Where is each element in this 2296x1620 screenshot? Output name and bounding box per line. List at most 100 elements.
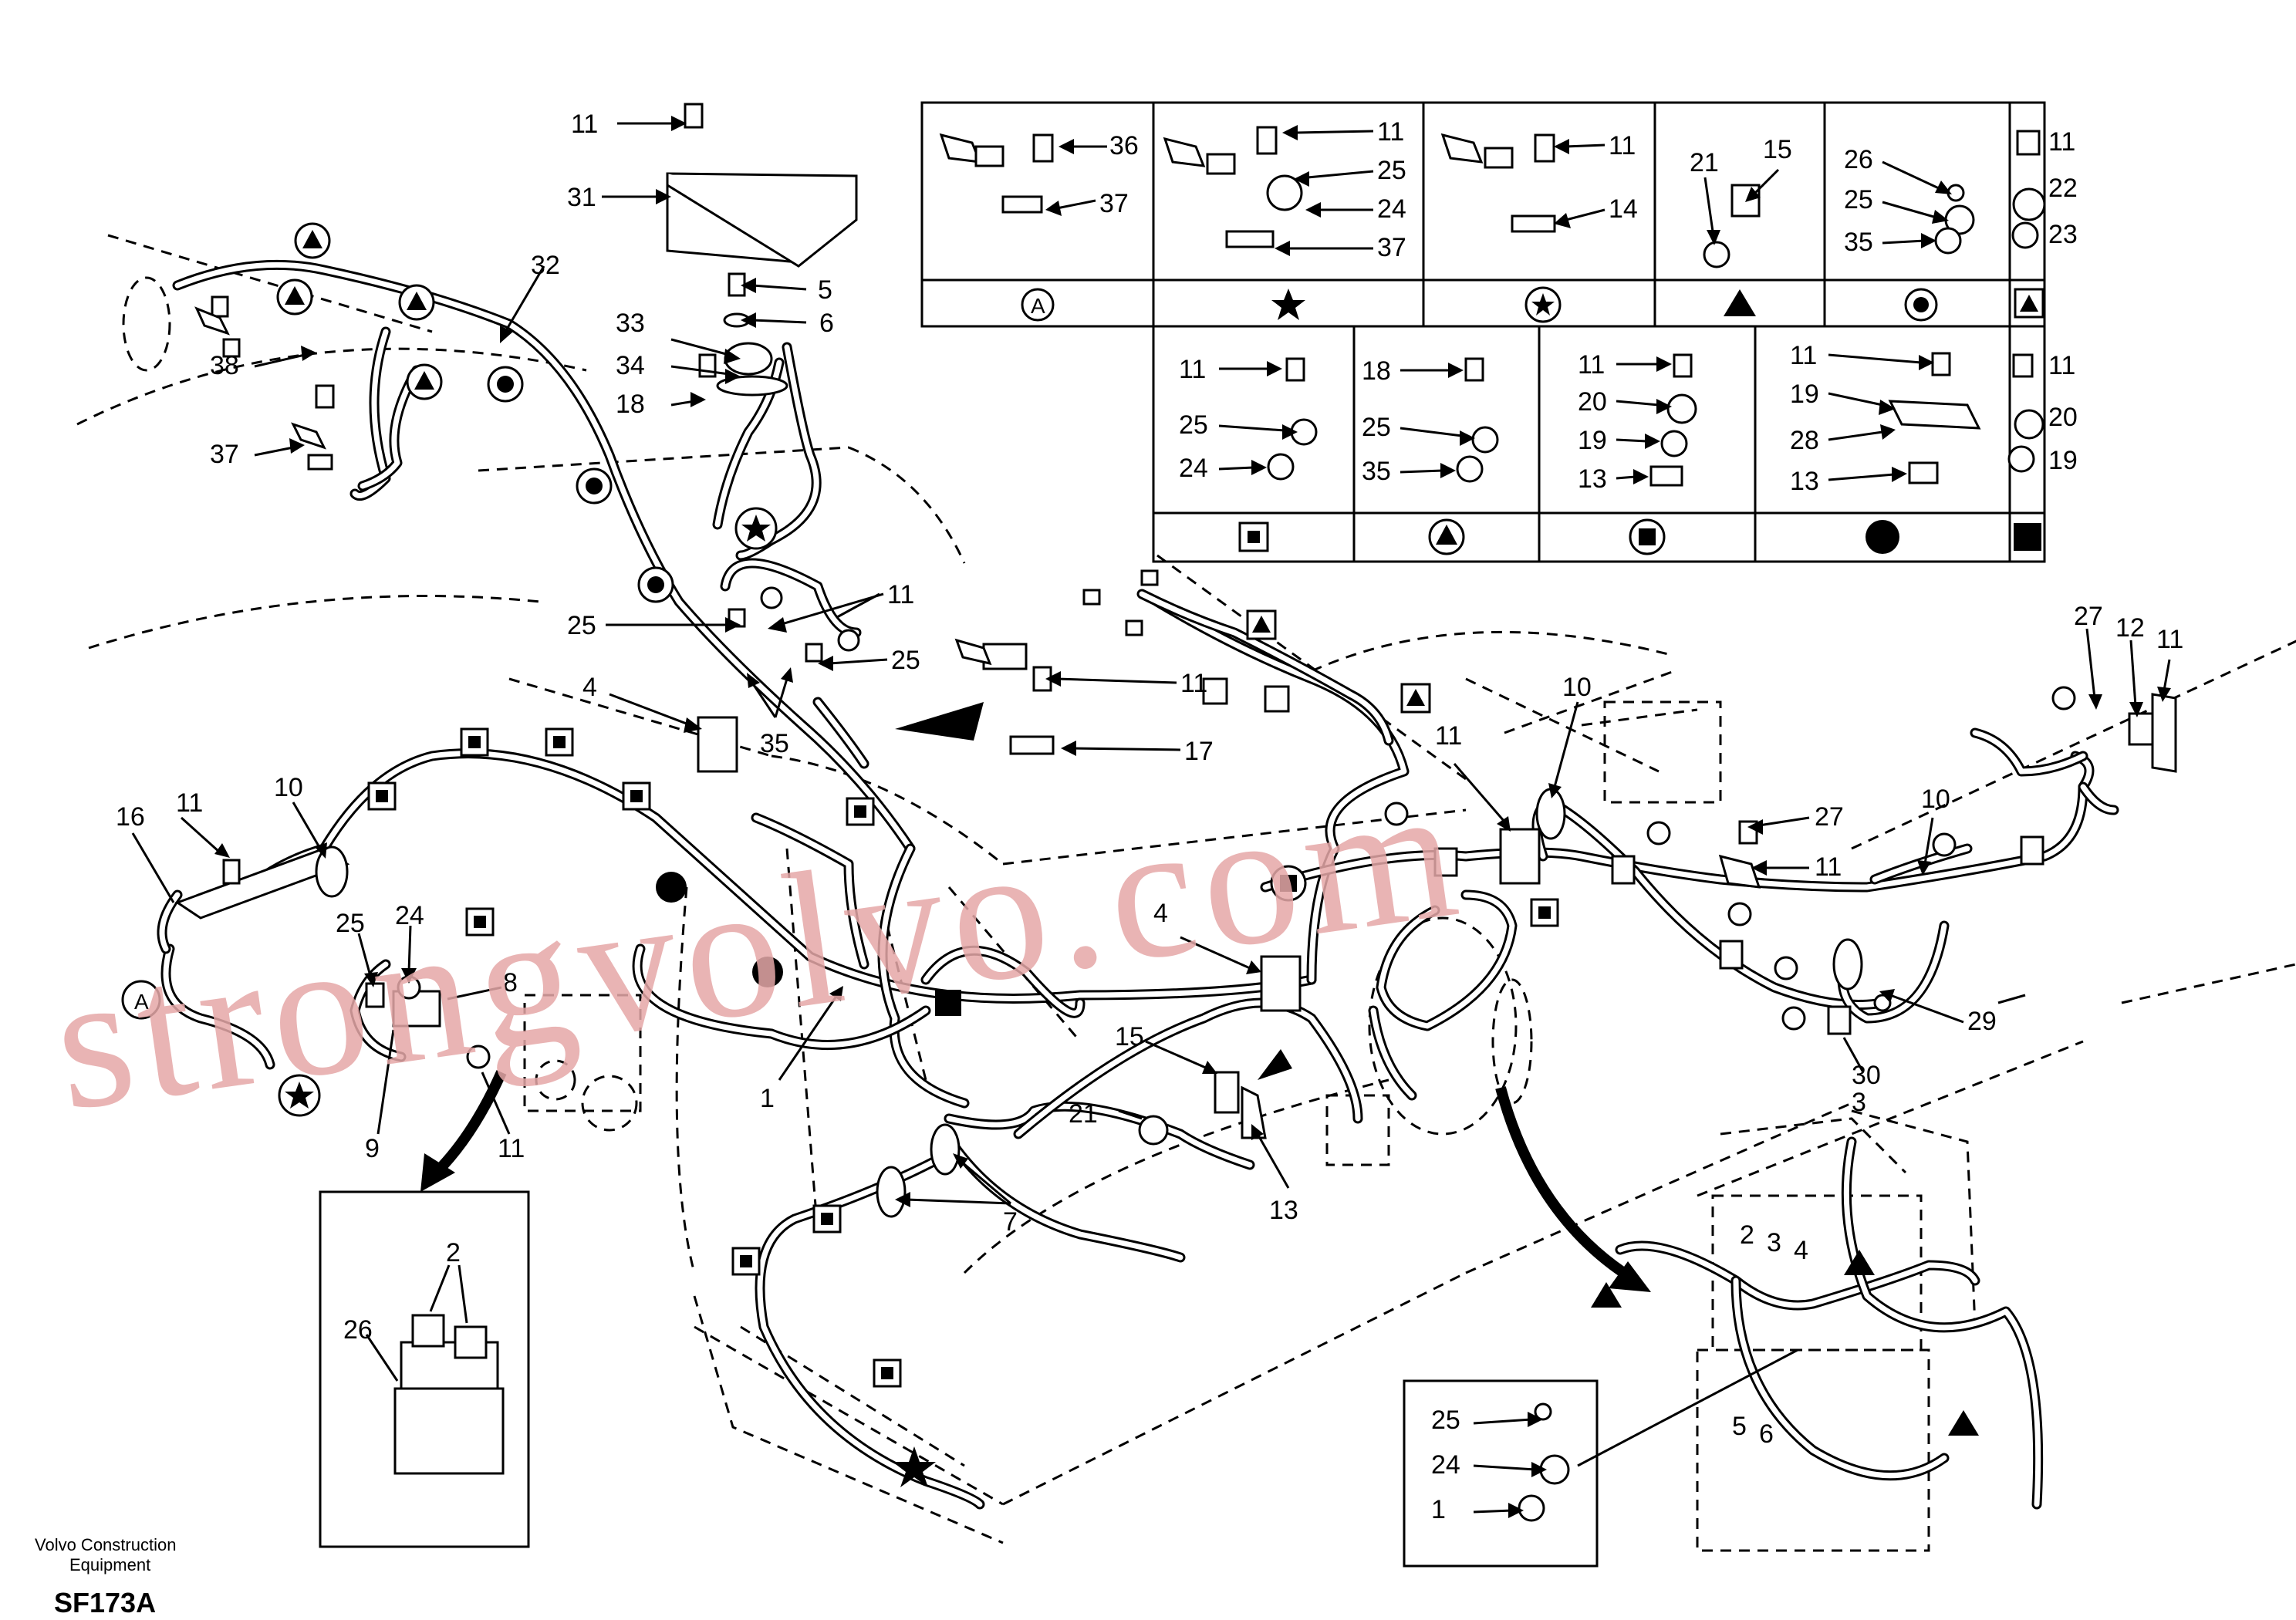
callout: 25	[567, 611, 596, 640]
callout-leaders	[131, 116, 2171, 1207]
callout: 26	[343, 1315, 373, 1345]
callout: 11	[1815, 852, 1842, 882]
square-triangle-icon	[2014, 288, 2044, 319]
legend-label: 11	[2048, 351, 2075, 380]
square-square-icon	[731, 1247, 761, 1276]
callout: 10	[274, 773, 303, 802]
filled-circle-icon	[656, 872, 687, 903]
callout: 27	[2074, 602, 2103, 631]
legend-label: 24	[1179, 454, 1208, 483]
legend-label: 28	[1790, 426, 1819, 455]
callout: 10	[1921, 785, 1950, 814]
callout: 11	[176, 788, 203, 818]
curved-arrow-icon	[1609, 1261, 1651, 1292]
circle-dot-icon	[576, 467, 613, 505]
legend-label: 11	[1790, 341, 1817, 370]
legend-label: 35	[1362, 457, 1391, 486]
callout: 11	[1435, 721, 1462, 751]
callout: 11	[498, 1134, 525, 1163]
callout: 12	[2115, 613, 2145, 643]
square-square-icon	[622, 781, 651, 811]
legend-label: 25	[1179, 410, 1208, 440]
relay-8	[392, 990, 441, 1028]
circle-square-icon	[1629, 518, 1666, 555]
callout: 1	[1431, 1495, 1446, 1524]
clamp-15	[1214, 1071, 1240, 1114]
callout: 13	[1269, 1196, 1298, 1225]
square-square-icon	[545, 727, 574, 757]
callout: 31	[567, 183, 596, 212]
circle-square-icon	[1270, 865, 1307, 902]
legend-label: 13	[1790, 467, 1819, 496]
callout: 24	[1431, 1450, 1460, 1480]
square-square-icon	[873, 1358, 902, 1388]
callout: 10	[1562, 673, 1592, 702]
bracket-12	[2151, 693, 2177, 773]
legend-label: 25	[1377, 156, 1406, 185]
square-triangle-icon	[1246, 609, 1277, 640]
callout: 5	[818, 275, 832, 305]
square-square-icon	[1238, 521, 1269, 552]
curved-arrow-icon	[420, 1153, 455, 1192]
pointer-arrow-icon	[895, 702, 984, 741]
symbol-letter-a: A	[134, 990, 149, 1014]
legend-cell-circle-dot: 26 25 35	[1844, 145, 1975, 322]
callout: 25	[336, 909, 365, 938]
callout: 11	[1180, 669, 1207, 698]
filled-square-icon	[2014, 523, 2041, 551]
legend-cell-square-square: 11 25 24	[1179, 355, 1318, 552]
callout: 4	[1794, 1236, 1808, 1265]
legend-label: 37	[1377, 233, 1406, 262]
diagram-code: SF173A	[54, 1587, 156, 1618]
location-symbols: A	[121, 222, 1979, 1487]
callout: 18	[616, 390, 645, 419]
legend-cell-square-triangle: 11 22 23	[2011, 127, 2078, 319]
circle-triangle-icon	[406, 363, 443, 400]
callout: 11	[2156, 625, 2183, 654]
legend-label: 37	[1099, 189, 1129, 218]
circle-dot-icon	[487, 366, 524, 403]
callout: 33	[616, 309, 645, 338]
circle-triangle-icon	[294, 222, 331, 259]
star-icon	[893, 1446, 936, 1487]
callout: 4	[582, 673, 597, 702]
legend-cell-circle-square: 11 20 19 13	[1578, 350, 1697, 555]
callout: 8	[503, 968, 518, 997]
circle-triangle-icon	[1428, 518, 1465, 555]
square-square-icon	[460, 727, 489, 757]
square-square-icon	[465, 907, 495, 937]
callout: 6	[819, 309, 834, 338]
legend-label: 11	[1179, 355, 1206, 384]
callout: 3	[1852, 1088, 1866, 1117]
callout: 24	[395, 901, 424, 930]
legend-label: 19	[1790, 380, 1819, 409]
legend-label: 22	[2048, 174, 2078, 203]
callout: 32	[531, 251, 560, 280]
callout: 25	[891, 646, 920, 675]
legend-cell-filled-circle: 11 19 28 13	[1790, 341, 1981, 554]
callout: 37	[210, 440, 239, 469]
legend-label: 20	[1578, 387, 1607, 417]
callout: 15	[1115, 1022, 1144, 1051]
connector-4	[697, 716, 738, 773]
legend-label: 21	[1690, 148, 1719, 177]
detail-clamp-inset	[1403, 1348, 1798, 1568]
callout: 17	[1184, 737, 1214, 766]
legend-label: 19	[1578, 426, 1607, 455]
legend-table	[920, 101, 2046, 563]
legend-cell-filled-square: 11 20 19	[2007, 351, 2078, 551]
circle-triangle-icon	[398, 284, 435, 321]
square-triangle-icon	[1400, 683, 1431, 714]
legend-label: 25	[1844, 185, 1873, 214]
legend-cell-circle-star: 11 14	[1440, 131, 1638, 323]
connector-4c	[1499, 828, 1541, 885]
triangle-icon	[1724, 289, 1756, 316]
circle-dot-icon	[1904, 288, 1938, 322]
callout: 3	[1767, 1228, 1781, 1257]
manufacturer-line-2: Equipment	[69, 1555, 150, 1574]
circle-letter-a-icon	[1021, 288, 1055, 322]
square-square-icon	[367, 781, 397, 811]
pointer-arrow-icon	[1258, 1049, 1292, 1080]
watermark-text: strongvolvo.com	[42, 743, 1476, 1152]
